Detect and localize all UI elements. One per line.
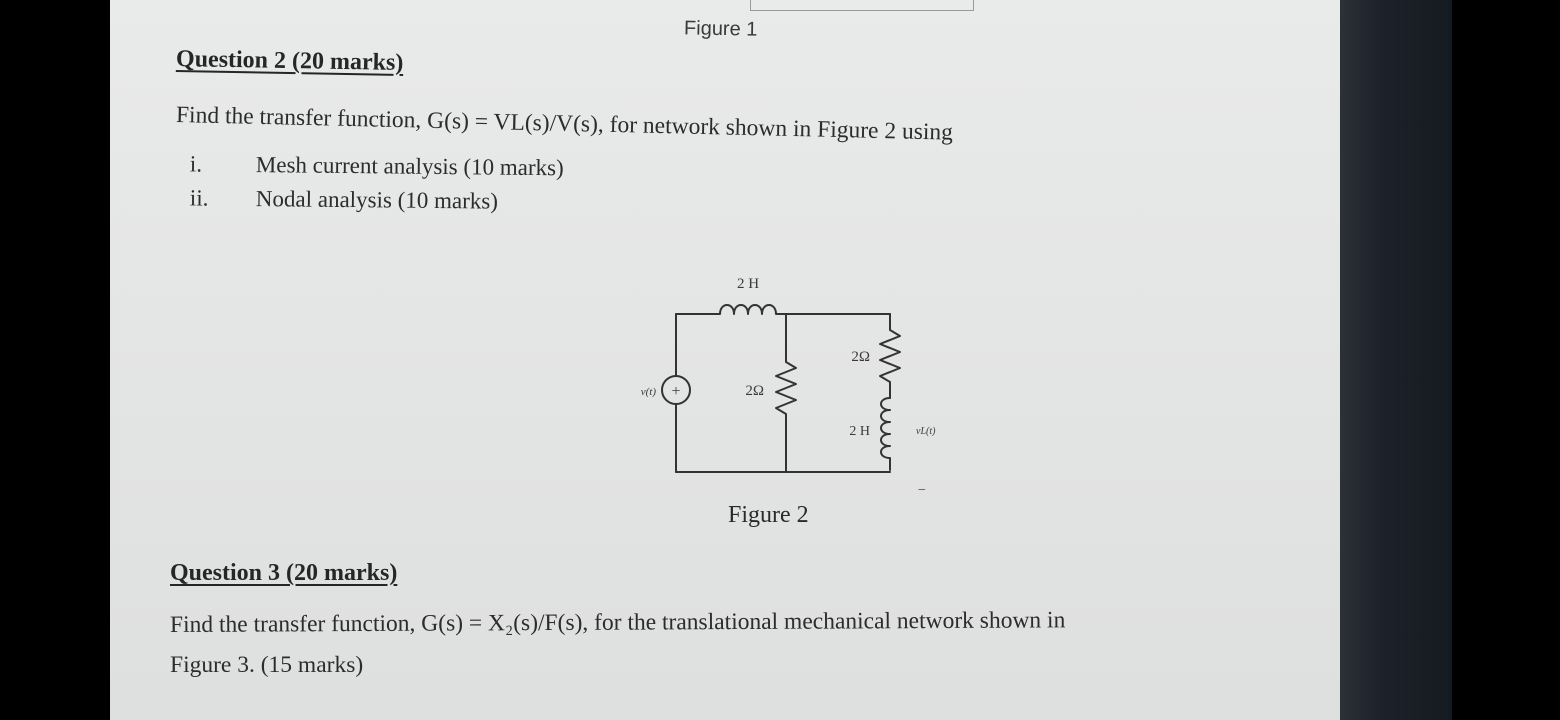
inductor-top (715, 304, 787, 315)
inductor-right-label: 2 H (849, 424, 870, 439)
figure2-caption: Figure 2 (728, 502, 809, 528)
output-label: vL(t) (916, 426, 936, 437)
background-fabric (1340, 0, 1452, 720)
question2-item-1: i. Mesh current analysis (10 marks) (190, 151, 690, 180)
item-number: ii. (189, 185, 209, 211)
source-label: v(t) (641, 386, 657, 398)
item-text: Mesh current analysis (10 marks) (255, 152, 564, 181)
left-black-bar (0, 0, 110, 720)
figure1-frame (750, 0, 974, 11)
source-sign: + (671, 383, 680, 400)
output-sign: − (918, 483, 926, 494)
resistor-middle-label: 2Ω (745, 383, 764, 399)
question2-item-2: ii. Nodal analysis (10 marks) (190, 185, 690, 213)
resistor-middle (775, 313, 797, 473)
figure1-caption: Figure 1 (683, 17, 758, 41)
inductor-top-label: 2 H (737, 276, 759, 292)
voltage-source (661, 375, 691, 405)
right-black-bar (1452, 0, 1560, 720)
circuit-diagram: + v(t) 2 H 2Ω 2Ω 2 H vL(t) − (641, 276, 936, 494)
resistor-right (879, 313, 901, 399)
item-number: i. (189, 151, 203, 177)
question3-text-line1: Find the transfer function, G(s) = X₂(s)… (169, 607, 1066, 638)
resistor-right-label: 2Ω (851, 349, 870, 365)
item-text: Nodal analysis (10 marks) (255, 186, 499, 214)
question3-text-line2: Figure 3. (15 marks) (170, 652, 364, 678)
question3-heading: Question 3 (20 marks) (170, 560, 398, 586)
question2-heading: Question 2 (20 marks) (175, 46, 404, 76)
exam-paper: Figure 1 Question 2 (20 marks) Find the … (110, 0, 1362, 720)
question2-text: Find the transfer function, G(s) = VL(s)… (175, 102, 954, 146)
inductor-right (880, 397, 891, 471)
